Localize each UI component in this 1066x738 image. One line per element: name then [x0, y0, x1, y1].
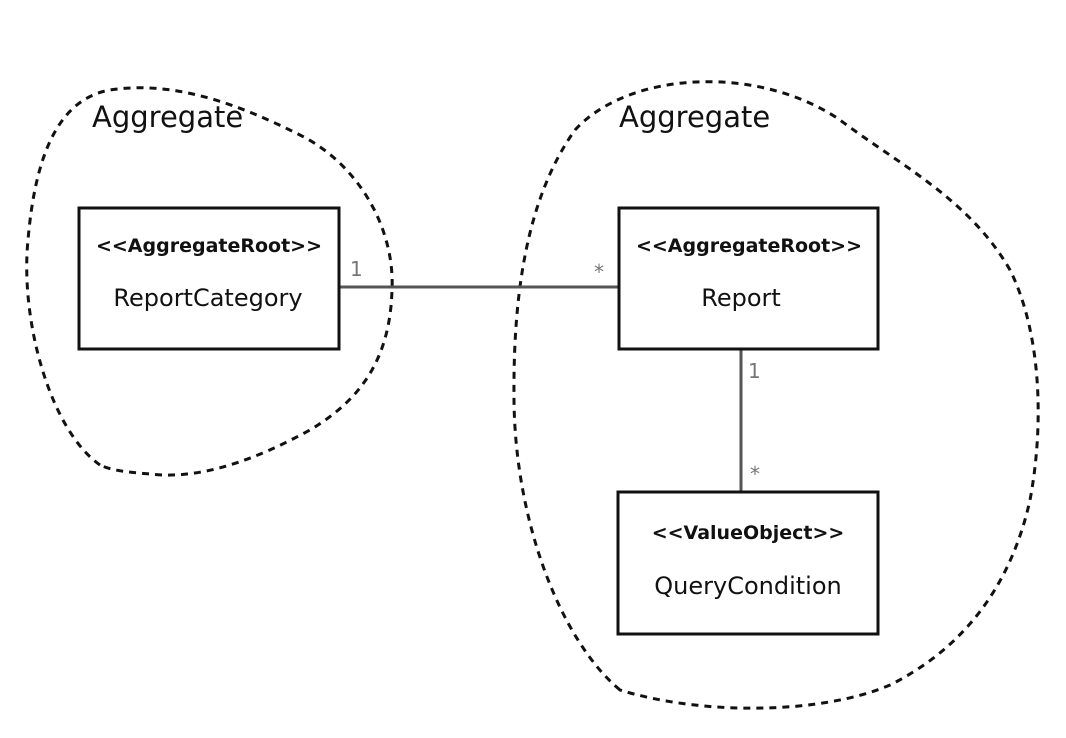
multiplicity-querycondition-end: *	[750, 462, 760, 486]
class-name: QueryCondition	[654, 572, 841, 600]
aggregate-label-right: Aggregate	[619, 100, 770, 134]
aggregate-boundary-left	[25, 86, 394, 477]
class-box-reportcategory: <<AggregateRoot>> ReportCategory	[77, 206, 341, 351]
class-stereotype: <<AggregateRoot>>	[636, 235, 862, 257]
aggregate-label-left: Aggregate	[92, 100, 243, 134]
class-box-report-frame	[617, 206, 880, 351]
class-box-querycondition: <<ValueObject>> QueryCondition	[616, 490, 880, 636]
class-stereotype: <<AggregateRoot>>	[96, 235, 322, 257]
class-box-report: <<AggregateRoot>> Report	[617, 206, 880, 351]
class-box-querycondition-frame	[616, 490, 880, 636]
class-name: Report	[701, 284, 781, 312]
multiplicity-report-top-end: 1	[748, 359, 761, 383]
multiplicity-report-end: *	[594, 260, 604, 284]
class-box-reportcategory-frame	[77, 206, 341, 351]
class-name: ReportCategory	[113, 284, 302, 312]
multiplicity-reportcategory-end: 1	[350, 257, 363, 281]
class-stereotype: <<ValueObject>>	[652, 522, 845, 544]
